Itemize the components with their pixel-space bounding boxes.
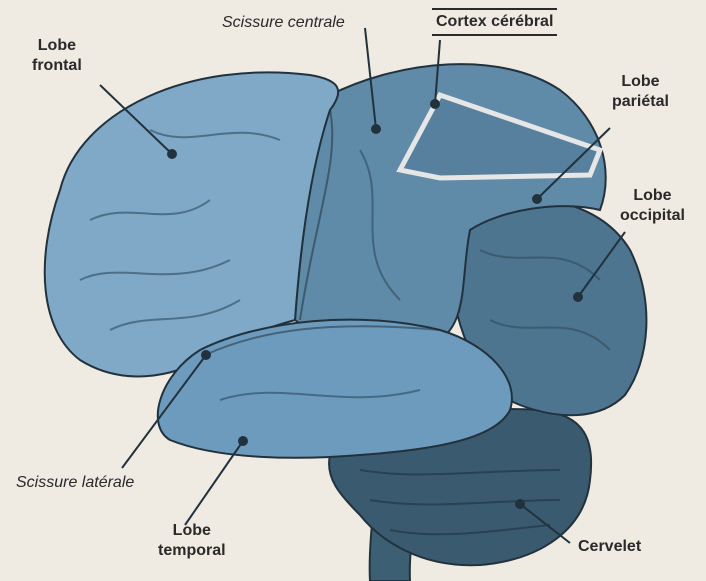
- label-lobe-parietal: Lobe pariétal: [612, 72, 669, 112]
- label-lobe-temporal: Lobe temporal: [158, 521, 226, 561]
- label-cortex-cerebral: Cortex cérébral: [432, 8, 557, 36]
- label-scissure-laterale: Scissure latérale: [16, 473, 134, 493]
- label-cervelet: Cervelet: [578, 537, 641, 557]
- label-lobe-frontal: Lobe frontal: [32, 36, 82, 76]
- label-scissure-centrale: Scissure centrale: [222, 13, 345, 33]
- label-lobe-occipital: Lobe occipital: [620, 186, 685, 226]
